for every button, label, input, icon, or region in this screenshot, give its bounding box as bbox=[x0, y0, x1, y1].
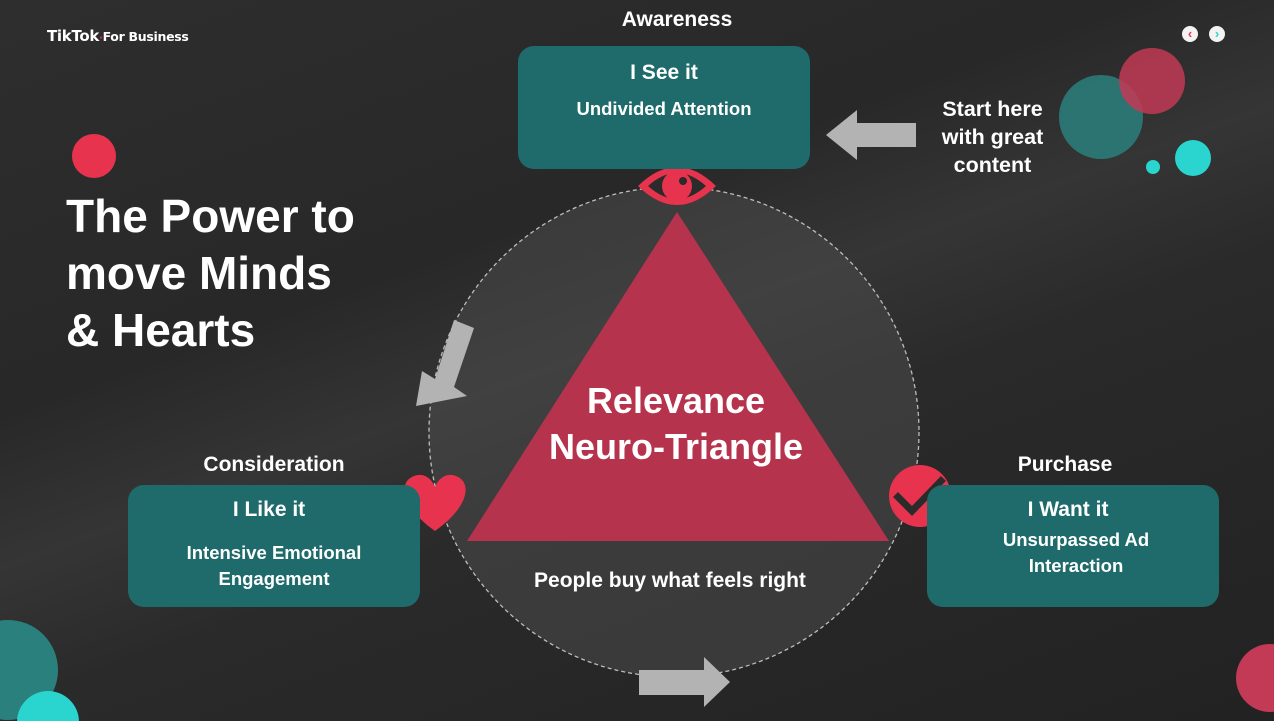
arrow-down-left-icon bbox=[416, 320, 474, 406]
triangle-title: Relevance Neuro-Triangle bbox=[516, 378, 836, 470]
decor-dot-red bbox=[72, 134, 116, 178]
start-here-note: Start here with great content bbox=[920, 95, 1065, 179]
decor-dot-teal-large bbox=[1059, 75, 1143, 159]
decor-dot-cyan-corner bbox=[17, 691, 79, 721]
next-slide-button[interactable]: › bbox=[1209, 26, 1225, 42]
consideration-label: Consideration bbox=[203, 453, 345, 476]
eye-icon bbox=[638, 167, 716, 205]
title-line-2: move Minds bbox=[66, 247, 332, 299]
purchase-heading: I Want it bbox=[1027, 498, 1109, 521]
purchase-subtext-1: Unsurpassed Ad bbox=[1002, 529, 1150, 550]
consideration-heading: I Like it bbox=[232, 498, 306, 521]
triangle-title-line-1: Relevance bbox=[586, 380, 766, 421]
consideration-box: I Like it Intensive Emotional Engagement bbox=[128, 485, 420, 607]
neuro-triangle bbox=[467, 212, 889, 541]
slide-title: The Power to move Minds & Hearts bbox=[66, 188, 426, 359]
purchase-box: I Want it Unsurpassed Ad Interaction bbox=[927, 485, 1219, 607]
prev-slide-button[interactable]: ‹ bbox=[1182, 26, 1198, 42]
title-line-1: The Power to bbox=[66, 190, 355, 242]
triangle-title-line-2: Neuro-Triangle bbox=[548, 426, 804, 467]
decor-dot-teal-tiny bbox=[1146, 160, 1160, 174]
consideration-subtext-1: Intensive Emotional bbox=[186, 542, 362, 563]
purchase-subtext-2: Interaction bbox=[1028, 555, 1124, 576]
arrow-right-icon bbox=[639, 657, 730, 707]
awareness-heading: I See it bbox=[630, 61, 698, 84]
decor-dot-red-corner bbox=[1236, 644, 1274, 712]
awareness-subtext: Undivided Attention bbox=[576, 98, 752, 119]
tiktok-for-business-logo: TikTok·For Business bbox=[47, 27, 189, 45]
logo-sub: For Business bbox=[102, 29, 189, 44]
start-note-line-2: with great bbox=[941, 125, 1044, 149]
chevron-right-icon: › bbox=[1214, 26, 1220, 41]
logo-main: TikTok bbox=[47, 27, 100, 45]
chevron-left-icon: ‹ bbox=[1187, 26, 1193, 41]
arrow-left-icon bbox=[826, 110, 916, 160]
decor-dot-teal-small bbox=[1175, 140, 1211, 176]
bottom-note: People buy what feels right bbox=[534, 569, 806, 592]
logo-dot: · bbox=[99, 33, 103, 44]
awareness-label: Awareness bbox=[621, 8, 733, 31]
consideration-subtext-2: Engagement bbox=[218, 568, 330, 589]
start-note-line-1: Start here bbox=[942, 97, 1043, 121]
decor-dot-red-top bbox=[1119, 48, 1185, 114]
title-line-3: & Hearts bbox=[66, 304, 256, 356]
awareness-box: I See it Undivided Attention bbox=[518, 46, 810, 169]
start-note-line-3: content bbox=[953, 153, 1032, 177]
purchase-label: Purchase bbox=[1017, 453, 1113, 476]
